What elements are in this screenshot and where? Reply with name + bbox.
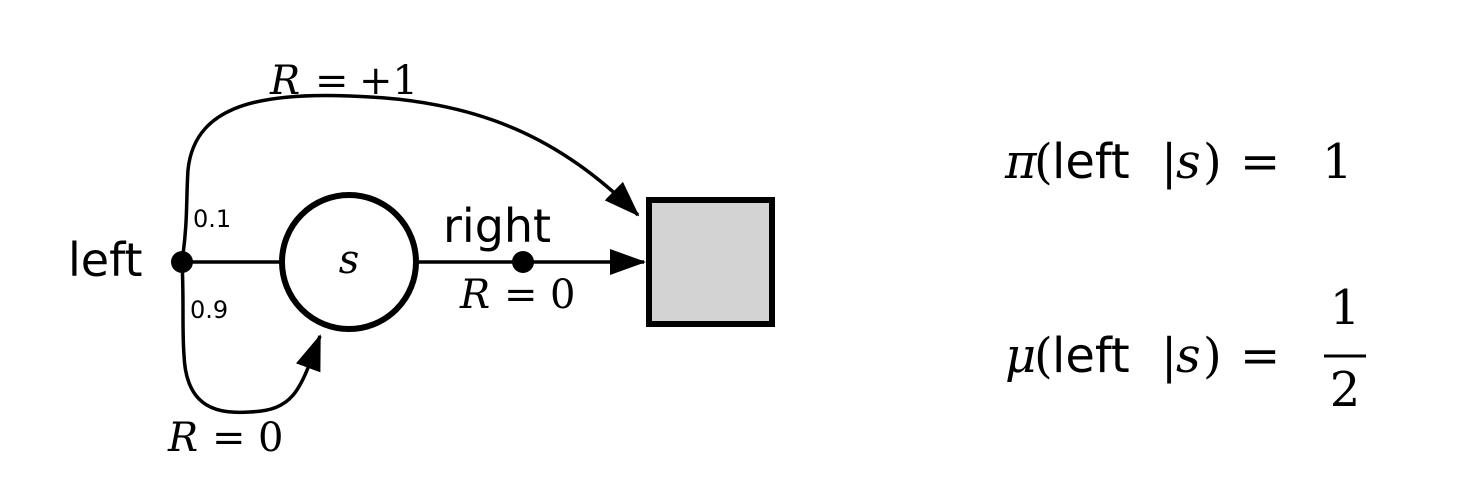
prob-bottom-label: 0.9 bbox=[190, 296, 228, 324]
reward-right-label: R = 0 bbox=[459, 272, 575, 318]
svg-text:(: ( bbox=[1034, 328, 1053, 384]
svg-text:left: left bbox=[1052, 328, 1130, 384]
svg-text:=: = bbox=[212, 415, 246, 461]
svg-text:+1: +1 bbox=[359, 58, 418, 104]
prob-top-label: 0.1 bbox=[193, 205, 231, 233]
svg-text:(: ( bbox=[1034, 134, 1053, 190]
right-action-dot bbox=[512, 251, 534, 273]
reward-loop-label: R = 0 bbox=[167, 415, 283, 461]
svg-text:left: left bbox=[1052, 134, 1130, 190]
terminal-node bbox=[646, 197, 775, 327]
svg-text:1: 1 bbox=[1322, 134, 1353, 190]
transition-loop-edge bbox=[180, 261, 322, 415]
mu-numerator: 1 bbox=[1330, 280, 1361, 336]
pi-equation: π ( left | s ) = 1 bbox=[1004, 134, 1353, 190]
state-node bbox=[279, 192, 419, 332]
svg-text:μ: μ bbox=[1005, 328, 1036, 384]
svg-text:R: R bbox=[269, 58, 300, 104]
svg-text:=: = bbox=[315, 58, 349, 104]
svg-text:=: = bbox=[1240, 328, 1280, 384]
svg-text:): ) bbox=[1203, 328, 1222, 384]
svg-text:=: = bbox=[504, 272, 538, 318]
svg-text:): ) bbox=[1203, 134, 1222, 190]
reward-top-label: R = +1 bbox=[269, 58, 418, 104]
svg-text:s: s bbox=[1176, 134, 1201, 190]
svg-text:|: | bbox=[1161, 134, 1177, 190]
svg-text:|: | bbox=[1161, 328, 1177, 384]
svg-text:0: 0 bbox=[258, 415, 283, 461]
transition-top-edge bbox=[180, 93, 640, 263]
svg-text:s: s bbox=[1176, 328, 1201, 384]
right-action-label: right bbox=[443, 199, 551, 253]
svg-text:0: 0 bbox=[550, 272, 575, 318]
mu-denominator: 2 bbox=[1330, 362, 1361, 418]
left-action-label: left bbox=[68, 233, 143, 287]
svg-text:=: = bbox=[1240, 134, 1280, 190]
svg-text:π: π bbox=[1004, 134, 1038, 190]
state-label: s bbox=[339, 237, 360, 283]
svg-text:R: R bbox=[167, 415, 198, 461]
left-action-dot bbox=[171, 251, 193, 273]
mu-equation: μ ( left | s ) = 1 2 bbox=[1005, 280, 1366, 418]
svg-text:R: R bbox=[459, 272, 490, 318]
